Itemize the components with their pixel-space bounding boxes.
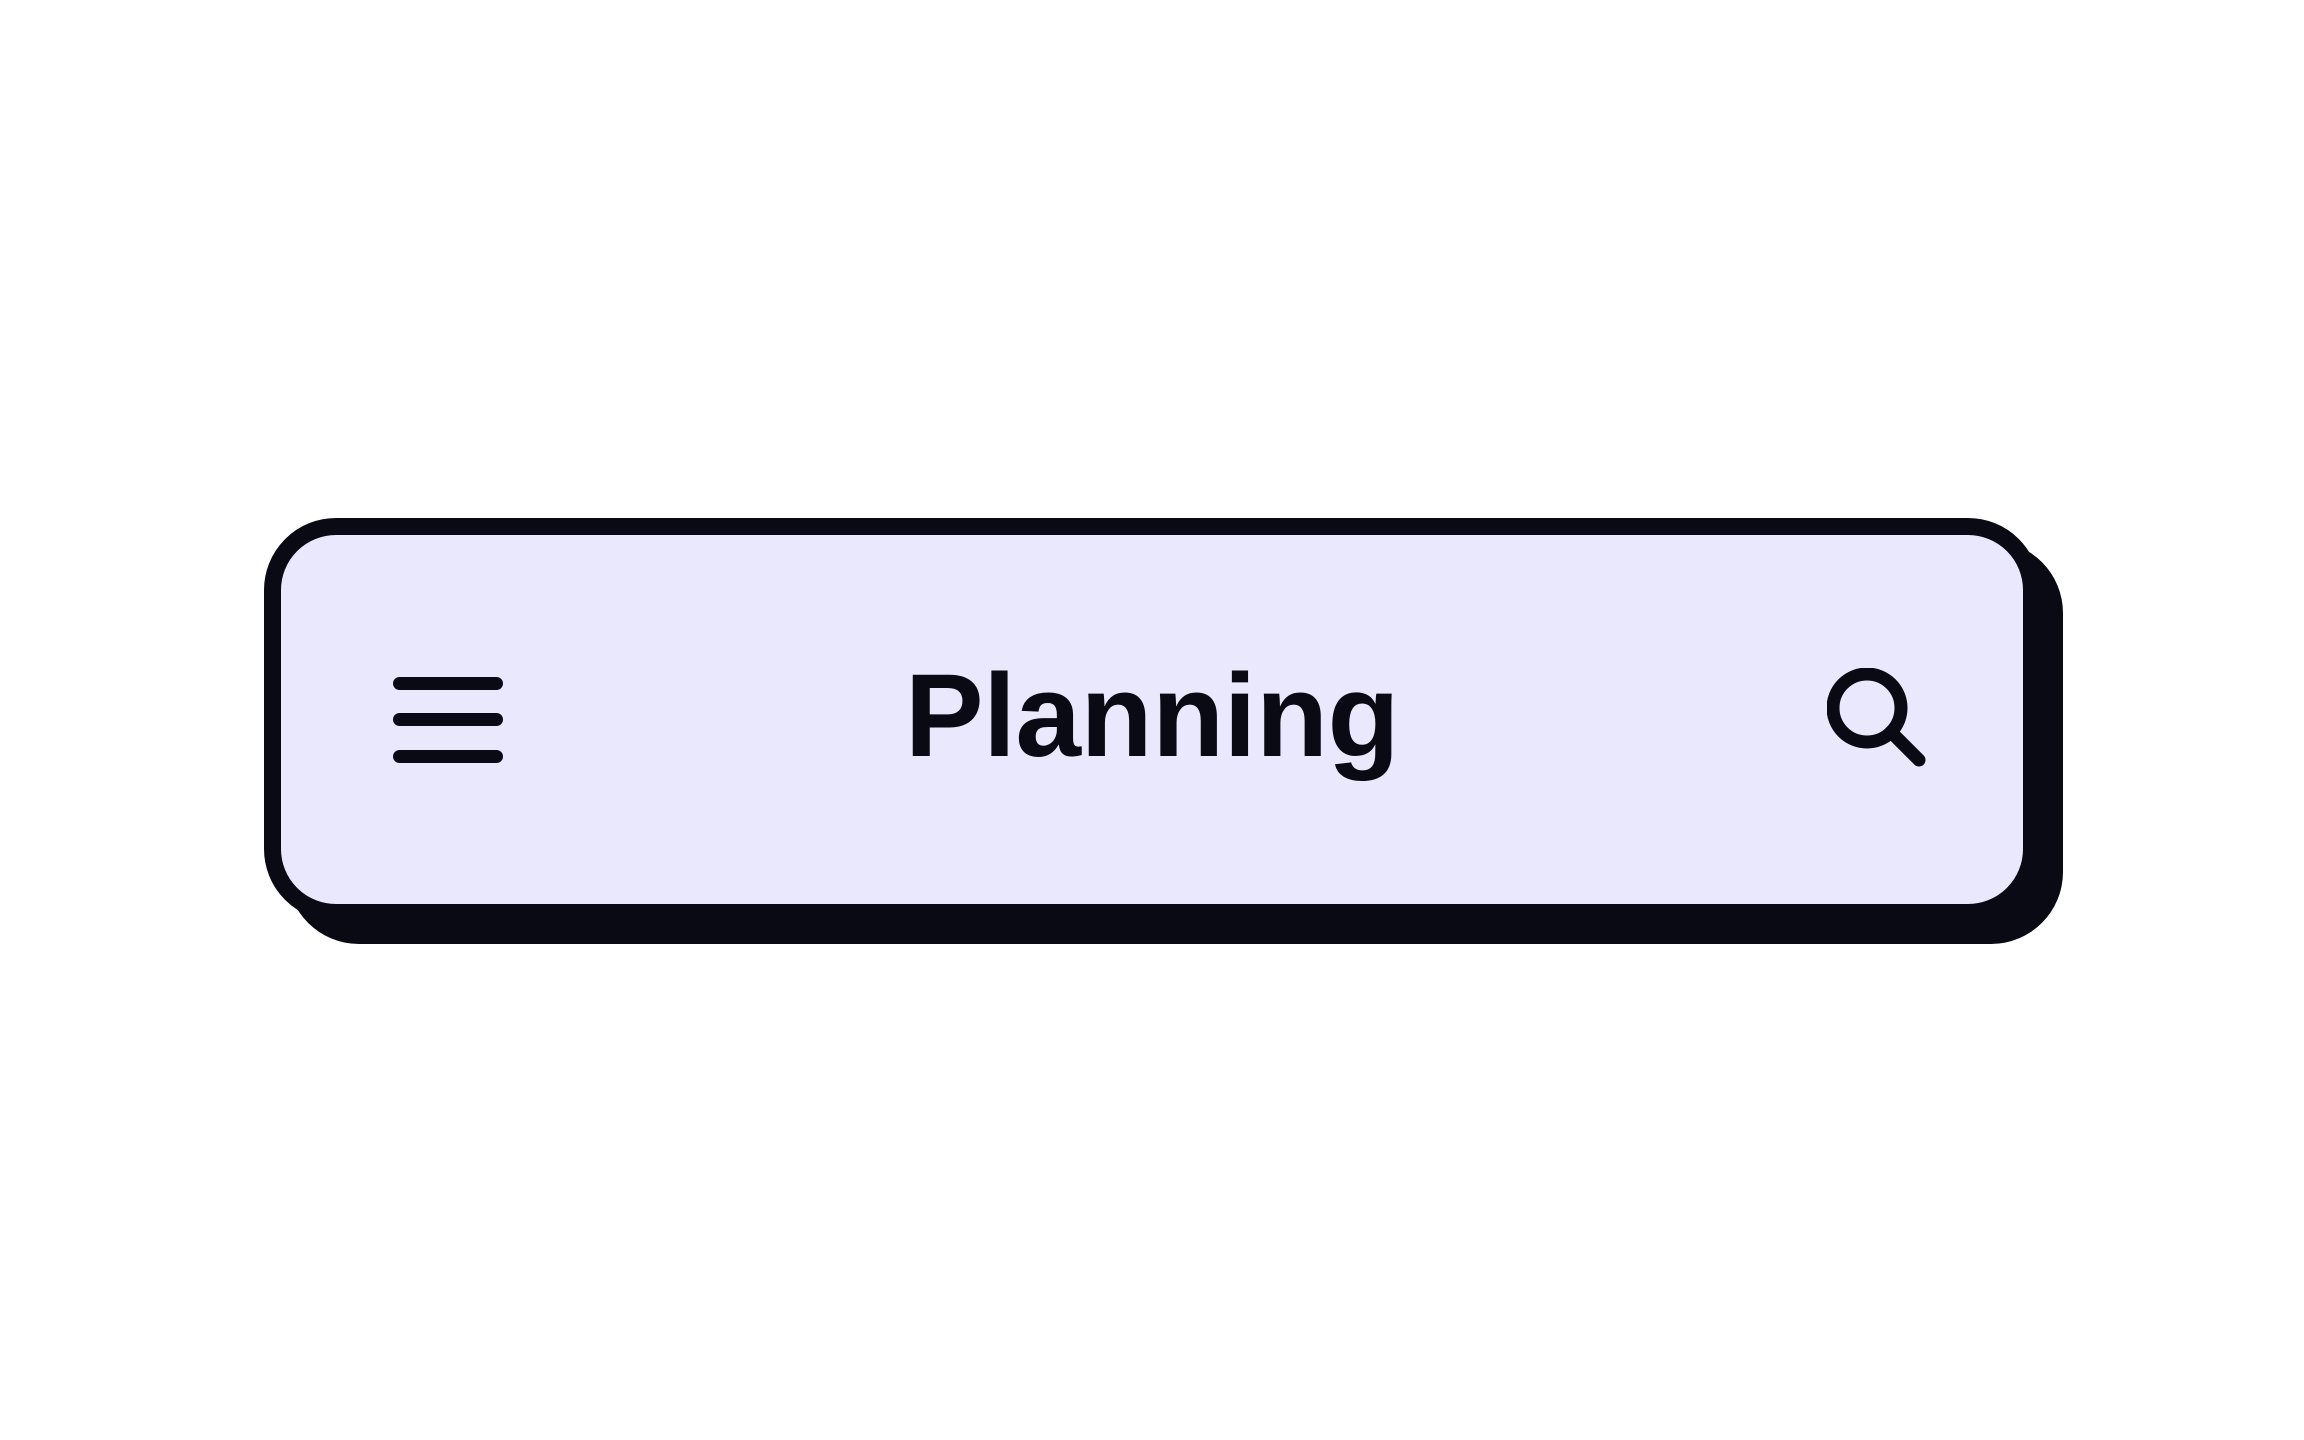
title-container: Planning xyxy=(298,535,2006,904)
search-icon-glyph xyxy=(1827,667,1926,766)
hamburger-bar-middle xyxy=(393,713,503,726)
hamburger-bar-top xyxy=(393,676,503,690)
hamburger-bar-bottom xyxy=(393,749,503,763)
page-title: Planning xyxy=(904,649,1400,782)
app-bar: Planning xyxy=(264,518,2040,921)
hamburger-menu-icon[interactable] xyxy=(393,676,503,763)
search-icon[interactable] xyxy=(1823,664,1935,776)
